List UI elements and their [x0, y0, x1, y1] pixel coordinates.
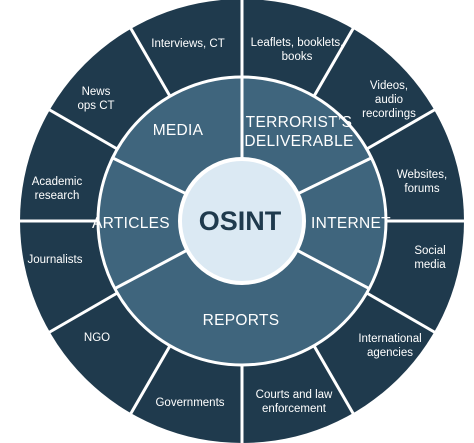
outer-label-ngo: NGO	[84, 332, 110, 344]
middle-divider-line	[111, 156, 187, 196]
outer-divider-line	[365, 291, 437, 335]
outer-label-governments: Governments	[155, 397, 224, 409]
middle-divider-line	[297, 156, 373, 196]
outer-divider-line	[365, 107, 437, 151]
middle-label-terrorists-line1: TERRORIST’S	[246, 114, 353, 131]
middle-divider-line	[114, 248, 188, 290]
center-label: OSINT	[199, 206, 282, 236]
middle-label-media: MEDIA	[153, 122, 204, 139]
outer-ring-dividers	[18, 0, 466, 443]
outer-divider-line	[312, 344, 356, 416]
outer-divider-line	[128, 344, 172, 416]
outer-label-websites: Websites,forums	[397, 169, 447, 195]
outer-divider-line	[47, 291, 119, 335]
outer-divider-line	[312, 26, 356, 98]
middle-label-articles: ARTICLES	[92, 215, 170, 232]
middle-divider-line	[296, 248, 370, 290]
outer-label-journalists: Journalists	[28, 254, 83, 266]
middle-label-terrorists-line2: DELIVERABLE	[244, 133, 353, 150]
outer-divider-line	[47, 107, 119, 151]
middle-ring-border	[96, 75, 388, 367]
middle-label-internet: INTERNET	[311, 215, 391, 232]
middle-ring-dividers	[111, 77, 373, 290]
middle-label-reports: REPORTS	[203, 312, 280, 329]
outer-label-leaflets: Leaflets, booklets,books	[251, 37, 344, 63]
osint-core	[178, 157, 306, 285]
outer-divider-line	[128, 26, 172, 98]
outer-label-interviews: Interviews, CT	[151, 38, 225, 50]
